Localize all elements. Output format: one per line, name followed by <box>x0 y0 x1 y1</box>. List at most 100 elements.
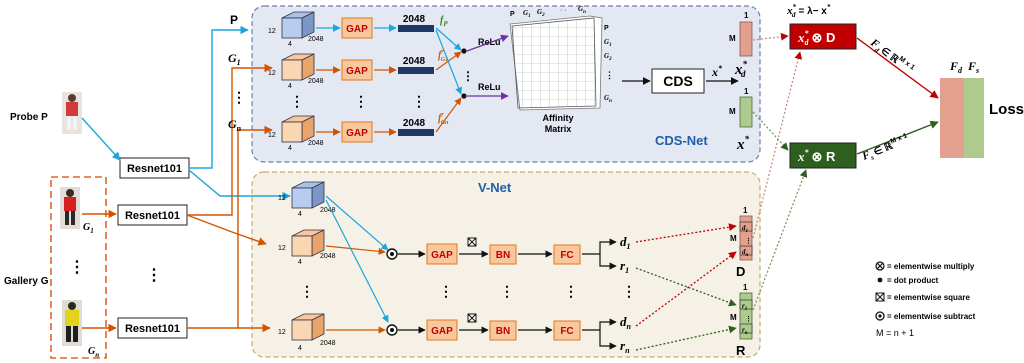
x-star-big: x* <box>736 134 750 153</box>
vnet-gap-1: GAP <box>426 243 458 265</box>
fs-bar <box>964 78 984 158</box>
green-result-box: x*⊗ R <box>789 142 857 169</box>
cds-gap-dots: ⋮ <box>354 93 368 109</box>
svg-text:= elementwise multiply: = elementwise multiply <box>887 262 975 271</box>
svg-text:Gn: Gn <box>604 94 612 104</box>
rn-to-R <box>635 325 737 351</box>
svg-text:4: 4 <box>298 345 302 352</box>
dn-to-D <box>635 251 737 327</box>
svg-text:G1: G1 <box>523 9 531 19</box>
svg-text:GAP: GAP <box>346 24 368 35</box>
d-label: D <box>736 264 745 279</box>
cds-vec-top-1: 1 <box>744 11 749 20</box>
gallery-gn-label: Gn <box>88 346 99 359</box>
svg-text:FC: FC <box>560 250 573 261</box>
cds-vec-p: 2048 <box>398 14 434 32</box>
cds-row-g1: G1 <box>228 51 241 67</box>
cds-vec-bot <box>739 96 753 128</box>
svg-text:⋮: ⋮ <box>605 70 614 80</box>
svg-text:2048: 2048 <box>403 118 426 129</box>
dot-product-1 <box>461 48 467 54</box>
svg-text:4: 4 <box>288 41 292 48</box>
fp-to-dot1 <box>435 27 462 51</box>
dot-product-2 <box>461 93 467 99</box>
svg-text:x*⊗ R: x*⊗ R <box>797 148 836 164</box>
vnet-bn-n: BN <box>489 320 517 341</box>
svg-text:Gn: Gn <box>578 5 586 15</box>
cds-gap-g1: GAP <box>341 59 373 81</box>
vnet-cube-g1: 12 4 2048 <box>278 229 336 266</box>
legend-square: = elementwise square <box>875 292 970 302</box>
svg-text:2048: 2048 <box>403 56 426 67</box>
vnet-p-to-sub2 <box>325 199 389 323</box>
svg-text:12: 12 <box>268 132 276 139</box>
vnet-bn-1: BN <box>489 244 517 265</box>
gallery-box <box>50 176 107 359</box>
svg-text:= elementwise subtract: = elementwise subtract <box>887 312 976 321</box>
g1-feature-to-vnet <box>186 214 267 246</box>
fd-label: Fd <box>949 59 963 75</box>
svg-text:2048: 2048 <box>308 78 324 85</box>
cds-gap-p: GAP <box>341 17 373 39</box>
svg-text:Resnet101: Resnet101 <box>125 210 180 222</box>
r-vec-m: M <box>730 313 737 322</box>
svg-text:4: 4 <box>298 259 302 266</box>
svg-text:G2: G2 <box>537 8 545 18</box>
xd-to-red-box <box>752 32 789 41</box>
svg-text:12: 12 <box>268 70 276 77</box>
svg-text:= elementwise square: = elementwise square <box>887 293 970 302</box>
svg-text:Resnet101: Resnet101 <box>127 163 182 175</box>
svg-text:FC: FC <box>560 326 573 337</box>
cds-net-title: CDS-Net <box>655 133 708 148</box>
svg-text:Resnet101: Resnet101 <box>125 323 180 335</box>
xd-star-label: x*d <box>734 59 748 79</box>
cds-vec-top-m: M <box>729 34 736 43</box>
cds-vec-g1: 2048 <box>398 56 434 74</box>
x-star-label: x* <box>711 64 723 79</box>
fcn-to-rn <box>599 330 617 350</box>
fs-label: Fs <box>967 59 979 75</box>
affinity-label-2: Matrix <box>545 124 572 134</box>
r1-label: r1 <box>620 258 629 275</box>
vnet-g1-to-sub1 <box>325 245 386 255</box>
svg-text:GAP: GAP <box>346 66 368 77</box>
svg-text:= dot product: = dot product <box>887 276 939 285</box>
square-op-1 <box>467 237 477 247</box>
xd-formula: x*d= λ− x* <box>786 3 831 19</box>
probe-label: Probe P <box>10 112 48 123</box>
d1-label: d1 <box>620 234 631 251</box>
cds-vec-gn: 2048 <box>398 118 434 136</box>
cds-cube-dots: ⋮ <box>290 93 304 109</box>
cds-row-gn: Gn <box>228 117 242 133</box>
d-vec-m: M <box>730 234 737 243</box>
svg-text:2048: 2048 <box>403 14 426 25</box>
cds-cube-gn: 12 4 2048 <box>268 115 324 152</box>
vnet-cube-p: 12 4 2048 <box>278 181 336 218</box>
d-vector: d1 ⋮ dn <box>739 215 753 261</box>
svg-text:2048: 2048 <box>320 207 336 214</box>
legend: = elementwise multiply = dot product = e… <box>875 261 976 338</box>
probe-feature-to-cds <box>189 25 249 169</box>
svg-text:BN: BN <box>496 326 510 337</box>
resnet-dots: ⋮ <box>146 267 162 284</box>
fgn-to-dot2 <box>435 97 462 133</box>
d1-to-D <box>635 223 737 243</box>
dr-dots: ⋮ <box>622 283 636 299</box>
svg-text:4: 4 <box>288 145 292 152</box>
svg-text:2048: 2048 <box>320 340 336 347</box>
vnet-fc-dots: ⋮ <box>564 283 578 299</box>
svg-text:BN: BN <box>496 250 510 261</box>
svg-text:12: 12 <box>268 28 276 35</box>
legend-multiply: = elementwise multiply <box>875 261 975 271</box>
cds-vec-bot-m: M <box>729 107 736 116</box>
svg-text:2048: 2048 <box>320 253 336 260</box>
vnet-fc-n: FC <box>553 320 581 341</box>
legend-dot: = dot product <box>877 276 939 285</box>
fc1-to-d1 <box>582 238 617 255</box>
cds-cube-p: 12 4 2048 <box>268 11 324 48</box>
gallery-g1-label: G1 <box>83 222 94 235</box>
relu-1: ReLu <box>478 37 501 47</box>
cds-vec-top <box>739 21 753 57</box>
